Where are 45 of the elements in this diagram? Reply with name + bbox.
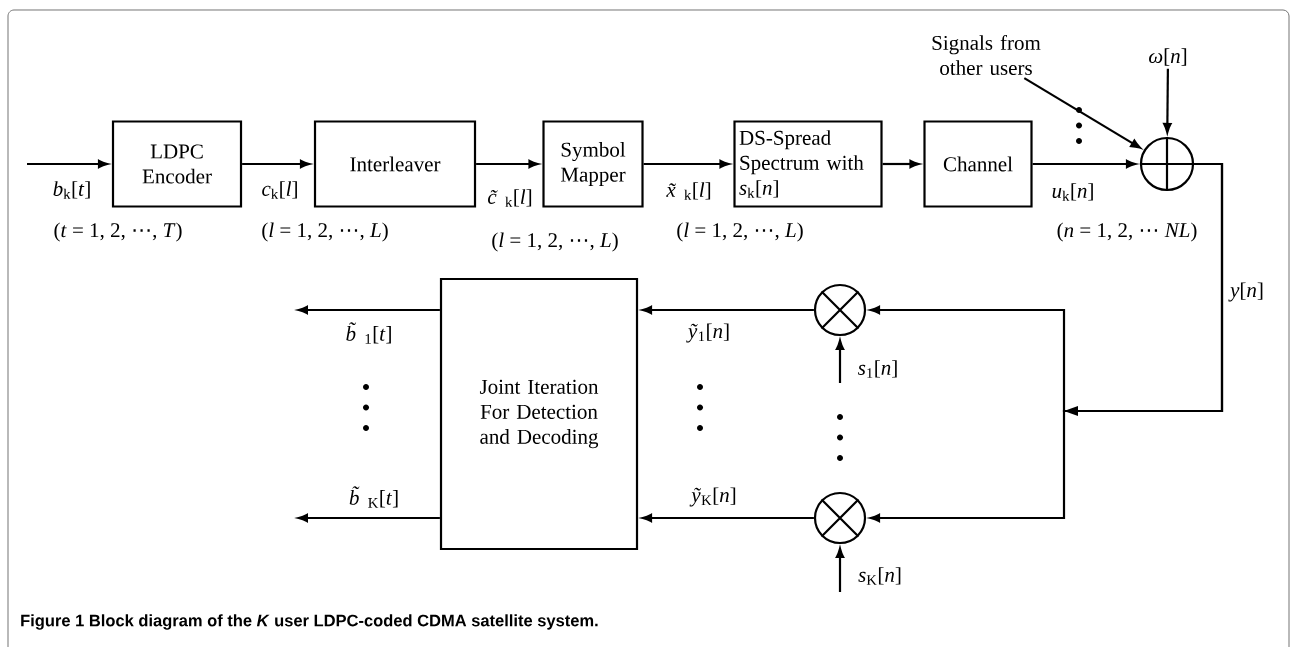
edge-label: c$_{k}$[l]: [260, 180, 300, 200]
index-range-label: (l = 1, 2, ⋯, L): [492, 232, 618, 252]
edge-label: y[n]: [1228, 281, 1265, 303]
edge-label: s$_{1}$[n]: [856, 359, 900, 379]
arrow: [641, 513, 814, 523]
arrow: [869, 162, 1224, 523]
arrow: [476, 159, 539, 169]
process-box: LDPC Encoder: [111, 120, 243, 208]
arrow: [27, 159, 109, 169]
process-box: Channel: [923, 120, 1033, 208]
process-box: Symbol Mapper: [542, 120, 644, 208]
process-box: Interleaver: [313, 120, 477, 208]
edge-label: u$_{k}$[n]: [1050, 182, 1096, 202]
index-range-label: (n = 1, 2, ⋯ NL): [1057, 222, 1197, 242]
edge-label: ỹ$_{1}$[n]: [686, 322, 732, 344]
process-box: DS-Spread Spectrum with s$_{k}$[n]: [733, 120, 883, 208]
arrow: [297, 305, 440, 315]
arrow: [882, 159, 920, 169]
index-range-label: (l = 1, 2, ⋯, L): [262, 222, 388, 242]
multiplier-symbol: [813, 491, 867, 545]
process-box: Joint Iteration For Detection and Decoding: [439, 277, 639, 551]
signal-label: Signals from other users: [932, 35, 1041, 75]
arrow: [835, 339, 845, 383]
edge-label: ỹ$_{K}$[n]: [689, 486, 738, 508]
arrow: [1023, 77, 1141, 149]
arrow: [835, 547, 845, 592]
edge-label: s$_{K}$[n]: [857, 566, 903, 586]
adder-symbol: [1138, 135, 1196, 193]
index-range-label: (l = 1, 2, ⋯, L): [677, 222, 803, 242]
edge-label: b̃$_{1}$[t]: [344, 321, 394, 345]
index-range-label: (t = 1, 2, ⋯, T): [54, 222, 182, 242]
edge-label: c̃$_{k}$[l]: [486, 188, 534, 208]
multiplier-symbol: [813, 283, 867, 337]
signal-label: ω[n]: [1149, 48, 1187, 66]
edge-label: x̃$_{k}$[l]: [665, 181, 713, 201]
arrow: [643, 159, 730, 169]
arrow: [1163, 68, 1172, 134]
arrow: [1032, 159, 1137, 169]
arrow: [641, 305, 814, 315]
figure-caption: Figure 1 Block diagram of the K user LDPC-coded CDMA satellite system.: [21, 614, 598, 630]
arrow: [242, 159, 311, 169]
arrow: [297, 513, 440, 523]
edge-label: b$_{k}$[t]: [51, 180, 93, 200]
edge-label: b̃$_{K}$[t]: [347, 485, 401, 509]
arrowhead: [1064, 406, 1078, 416]
